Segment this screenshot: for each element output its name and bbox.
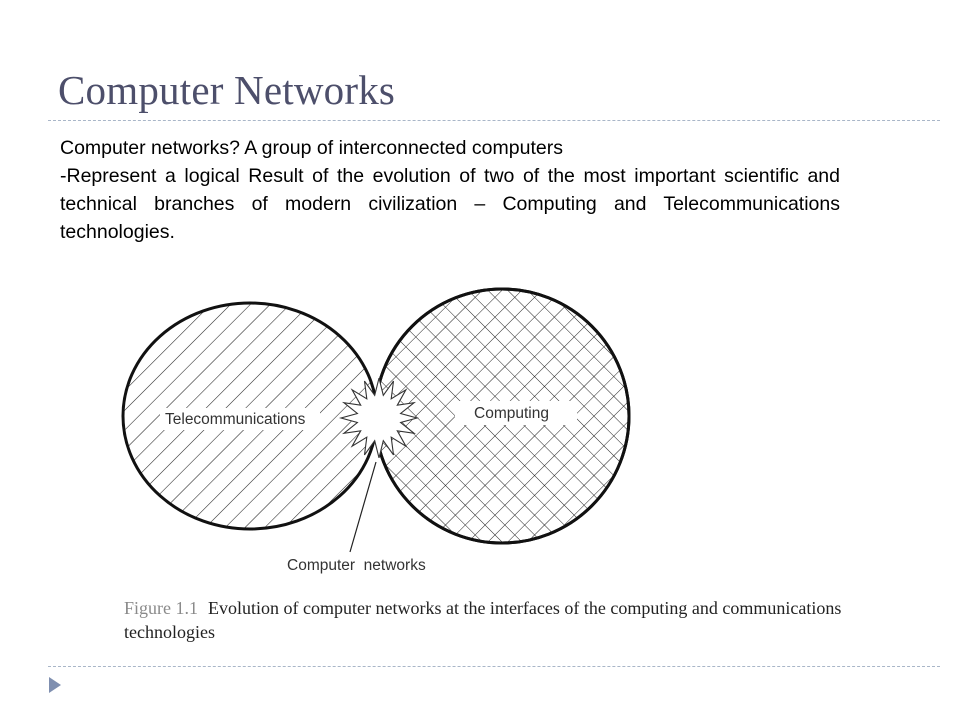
body-paragraph-1: Computer networks? A group of interconne… [60, 137, 563, 159]
slide-title: Computer Networks [58, 67, 396, 113]
body-paragraph-2: -Represent a logical Result of the evolu… [60, 165, 840, 243]
figure-number: Figure 1.1 [124, 598, 198, 618]
intersection-leader-line [349, 461, 377, 553]
computing-label-box [455, 401, 577, 425]
intersection-label: Computer networks [287, 557, 426, 574]
telecommunications-label-box [160, 408, 320, 430]
triangle-bullet-icon [49, 677, 61, 693]
figure-caption-text: Evolution of computer networks at the in… [124, 598, 842, 642]
title-divider [48, 120, 940, 121]
telecommunications-label: Telecommunications [165, 411, 306, 428]
intersection-burst-icon [338, 377, 420, 459]
computing-label: Computing [474, 405, 549, 422]
slide-body: Computer networks? A group of interconne… [60, 134, 840, 246]
footer-divider [48, 666, 940, 667]
